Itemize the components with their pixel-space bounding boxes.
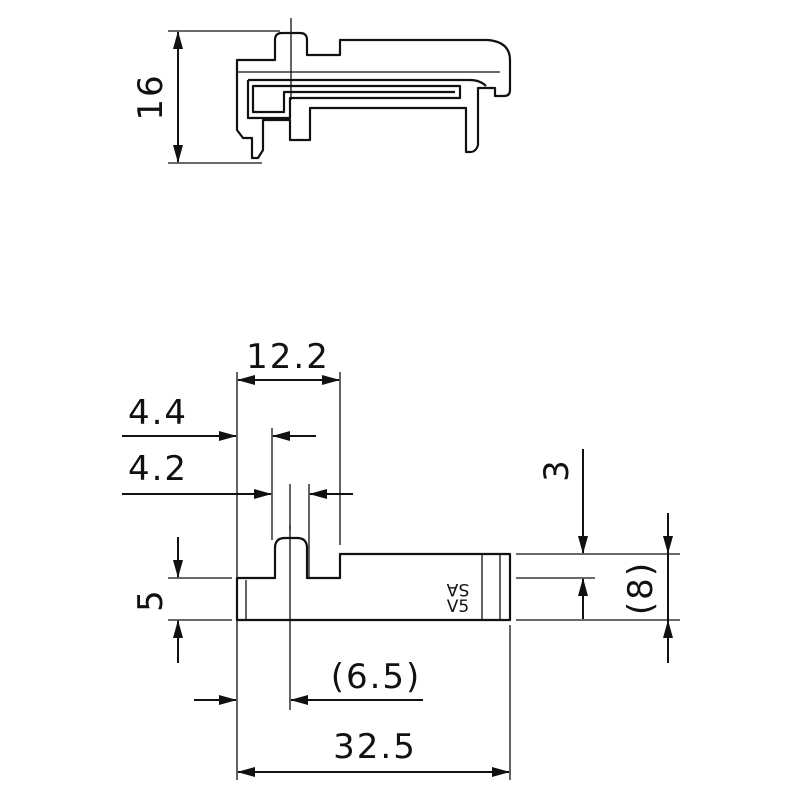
dim-5-arrow-top xyxy=(173,560,183,578)
dim-12-2-arrow-right xyxy=(322,375,340,385)
dim-5-label: 5 xyxy=(131,588,171,612)
dim-4-4-arrow-right xyxy=(272,431,290,441)
marking-line1: SA xyxy=(446,579,469,599)
dim-3-label: 3 xyxy=(537,458,577,482)
dim-5-arrow-bottom xyxy=(173,620,183,638)
side-view: 16 xyxy=(131,18,512,164)
dim-4-2-arrow-left xyxy=(254,489,272,499)
dim-4-4-arrow-left xyxy=(219,431,237,441)
dim-16-label: 16 xyxy=(131,73,171,120)
dim-32-5-arrow-right xyxy=(492,767,510,777)
dim-32-5-label: 32.5 xyxy=(333,727,417,767)
dim-8-label: (8) xyxy=(621,561,661,615)
dim-16-arrow-top xyxy=(173,31,183,49)
dim-16-arrow-bottom xyxy=(173,145,183,163)
front-view-outline xyxy=(235,536,512,622)
dim-12-2-label: 12.2 xyxy=(246,337,330,377)
dim-12-2-arrow-left xyxy=(237,375,255,385)
dim-6-5-label: (6.5) xyxy=(331,657,422,697)
dim-32-5-arrow-left xyxy=(237,767,255,777)
dim-6-5-arrow-right xyxy=(290,695,308,705)
dim-6-5-arrow-left xyxy=(219,695,237,705)
side-view-outline xyxy=(235,31,512,160)
dim-4-2-arrow-right xyxy=(309,489,327,499)
side-view-channel xyxy=(246,78,487,120)
dim-3-arrow-top xyxy=(578,536,588,554)
dim-8-arrow-bottom xyxy=(663,620,673,638)
dim-4-4-label: 4.4 xyxy=(128,393,188,433)
front-view: SA V5 12.2 4.4 4.2 5 xyxy=(122,337,680,780)
marking-line2: V5 xyxy=(447,597,469,617)
dim-3-arrow-bottom xyxy=(578,578,588,596)
dim-4-2-label: 4.2 xyxy=(128,449,188,489)
dim-8-arrow-top xyxy=(663,536,673,554)
